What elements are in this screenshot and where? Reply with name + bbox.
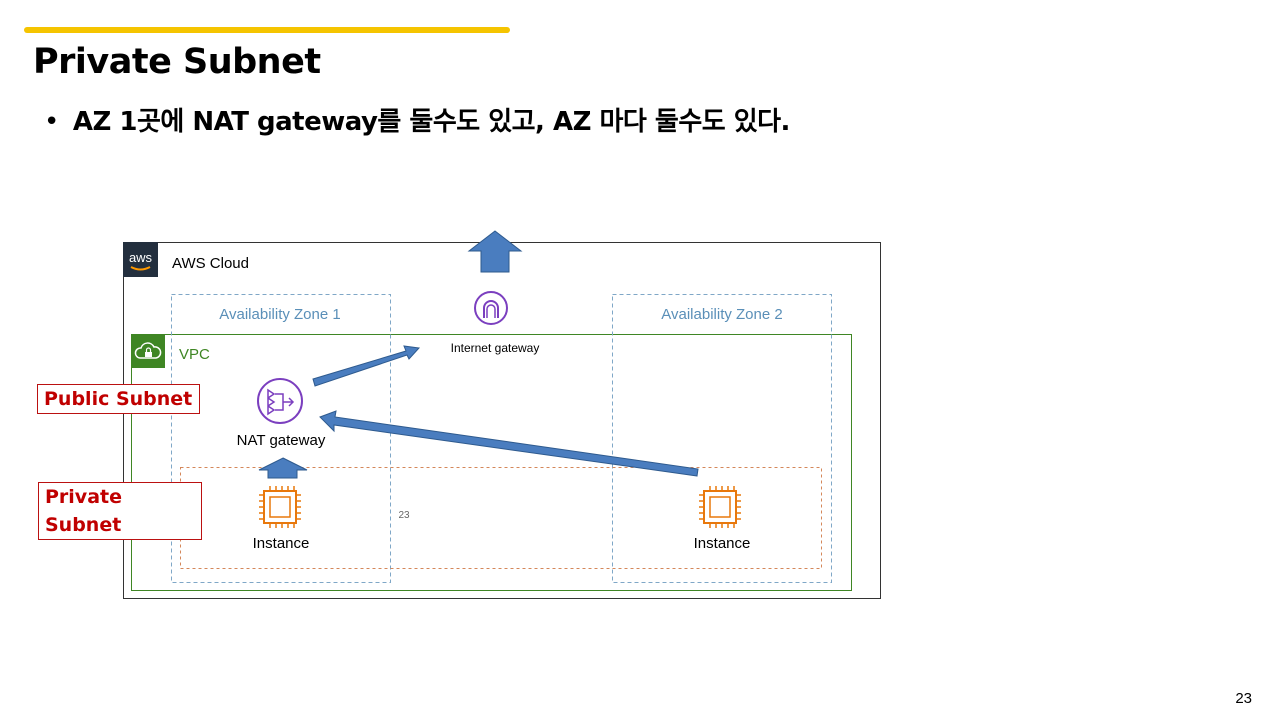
internet-up-arrow bbox=[467, 230, 523, 273]
instance1-to-nat-arrow bbox=[258, 457, 308, 479]
page-number: 23 bbox=[1235, 690, 1252, 707]
instance2-label: Instance bbox=[694, 535, 751, 552]
internet-gateway-label: Internet gateway bbox=[451, 341, 540, 355]
nat-gateway-icon bbox=[257, 378, 303, 424]
ec2-instance-icon bbox=[259, 486, 301, 528]
az1-label: Availability Zone 1 bbox=[219, 306, 340, 323]
ec2-instance-icon bbox=[699, 486, 741, 528]
instance2-to-nat-arrow bbox=[319, 410, 699, 477]
accent-bar bbox=[24, 27, 510, 33]
inner-page-number: 23 bbox=[398, 510, 410, 521]
az2-frame bbox=[612, 294, 832, 583]
nat-gateway-label: NAT gateway bbox=[237, 432, 326, 449]
bullet-text: AZ 1곳에 NAT gateway를 둘수도 있고, AZ 마다 둘수도 있다… bbox=[72, 107, 791, 137]
private-subnet-area bbox=[180, 467, 822, 569]
aws-cloud-label: AWS Cloud bbox=[172, 255, 249, 272]
svg-text:aws: aws bbox=[129, 250, 153, 265]
vpc-frame bbox=[131, 334, 852, 591]
vpc-cloud-lock-icon bbox=[131, 334, 165, 368]
private-subnet-label: Private Subnet bbox=[38, 482, 202, 540]
internet-gateway-icon bbox=[474, 291, 508, 325]
public-subnet-label: Public Subnet bbox=[37, 384, 200, 414]
vpc-label: VPC bbox=[179, 346, 210, 363]
slide-title: Private Subnet bbox=[33, 42, 321, 82]
az2-label: Availability Zone 2 bbox=[661, 306, 782, 323]
az1-frame bbox=[171, 294, 391, 583]
bullet-point: • AZ 1곳에 NAT gateway를 둘수도 있고, AZ 마다 둘수도 있… bbox=[44, 101, 790, 138]
aws-logo-icon: aws bbox=[123, 242, 158, 277]
bullet-dot: • bbox=[44, 107, 59, 137]
instance1-label: Instance bbox=[253, 535, 310, 552]
nat-to-igw-arrow bbox=[312, 345, 421, 387]
